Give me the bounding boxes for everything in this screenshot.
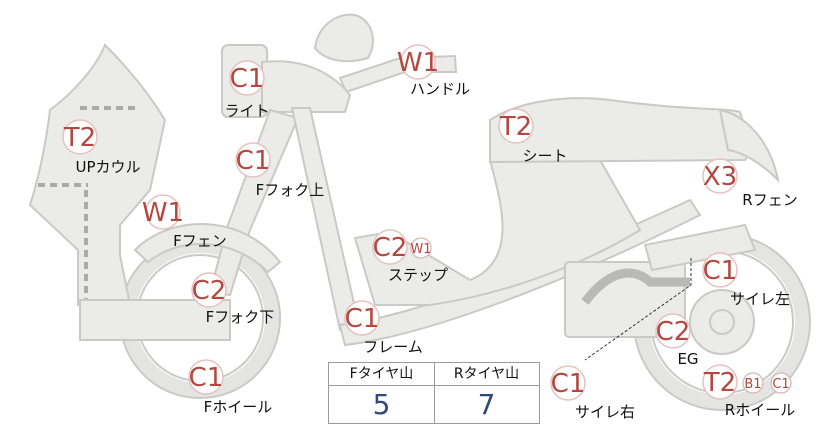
engine-code: C2 xyxy=(656,317,691,347)
tire-tread-table: Fタイヤ山 5 Rタイヤ山 7 xyxy=(328,362,540,424)
front-tread-header: Fタイヤ山 xyxy=(329,363,434,386)
f-fork-lower-code: C2 xyxy=(192,276,227,306)
part-r-fender: X3 Rフェン xyxy=(702,158,798,209)
f-fender-label: Fフェン xyxy=(173,232,227,250)
muffler-left-code: C1 xyxy=(703,256,738,286)
f-fork-lower-label: Fフォク下 xyxy=(206,308,275,326)
r-wheel-label: Rホイール xyxy=(725,401,795,419)
part-frame: C1 フレーム xyxy=(344,300,423,356)
muffler-right-code: C1 xyxy=(551,369,586,399)
f-wheel-label: Fホイール xyxy=(204,398,273,416)
part-muffler-right: C1 サイレ右 xyxy=(550,365,635,421)
r-wheel-code: T2 xyxy=(703,368,736,398)
light-label: ライト xyxy=(224,102,269,120)
f-fender-code: W1 xyxy=(142,198,184,228)
part-light: C1 ライト xyxy=(224,60,270,120)
handle-label: ハンドル xyxy=(410,80,470,98)
part-r-wheel: T2 B1 C1 Rホイール xyxy=(702,364,795,419)
front-tread-column: Fタイヤ山 5 xyxy=(329,363,435,423)
r-wheel-extra-code-1: B1 xyxy=(744,377,761,392)
up-cowl-label: UPカウル xyxy=(75,158,140,176)
part-f-wheel: C1 Fホイール xyxy=(188,359,273,416)
part-step: C2 W1 ステップ xyxy=(372,229,448,284)
engine-label: EG xyxy=(677,350,698,368)
frame-code: C1 xyxy=(345,304,380,334)
step-label: ステップ xyxy=(388,266,448,284)
part-f-fork-lower: C2 Fフォク下 xyxy=(191,272,275,326)
f-fork-upper-code: C1 xyxy=(236,146,271,176)
rear-tread-column: Rタイヤ山 7 xyxy=(434,363,539,423)
f-fork-upper-label: Fフォク上 xyxy=(256,181,325,199)
handle-code: W1 xyxy=(397,48,439,78)
muffler-right-label: サイレ右 xyxy=(575,403,635,421)
seat-label: シート xyxy=(522,147,567,165)
part-f-fork-upper: C1 Fフォク上 xyxy=(235,142,325,199)
part-seat: T2 シート xyxy=(498,108,568,165)
step-extra-code: W1 xyxy=(410,242,431,257)
r-fender-code: X3 xyxy=(703,162,737,192)
r-fender-label: Rフェン xyxy=(742,191,797,209)
r-wheel-extra-code-2: C1 xyxy=(772,377,789,392)
seat-code: T2 xyxy=(499,112,532,142)
part-f-fender: W1 Fフェン xyxy=(142,194,227,250)
part-up-cowl: T2 UPカウル xyxy=(62,119,141,176)
light-code: C1 xyxy=(230,64,265,94)
muffler-left-label: サイレ左 xyxy=(730,290,790,308)
step-code: C2 xyxy=(373,233,408,263)
frame-label: フレーム xyxy=(363,338,423,356)
up-cowl-code: T2 xyxy=(63,123,96,153)
f-wheel-code: C1 xyxy=(189,363,224,393)
part-engine: C2 EG xyxy=(655,313,699,368)
part-handle: W1 ハンドル xyxy=(397,44,470,98)
part-muffler-left: C1 サイレ左 xyxy=(702,252,790,308)
rear-tread-header: Rタイヤ山 xyxy=(434,363,539,386)
front-tread-value: 5 xyxy=(372,388,391,421)
rear-tread-value: 7 xyxy=(477,388,496,421)
